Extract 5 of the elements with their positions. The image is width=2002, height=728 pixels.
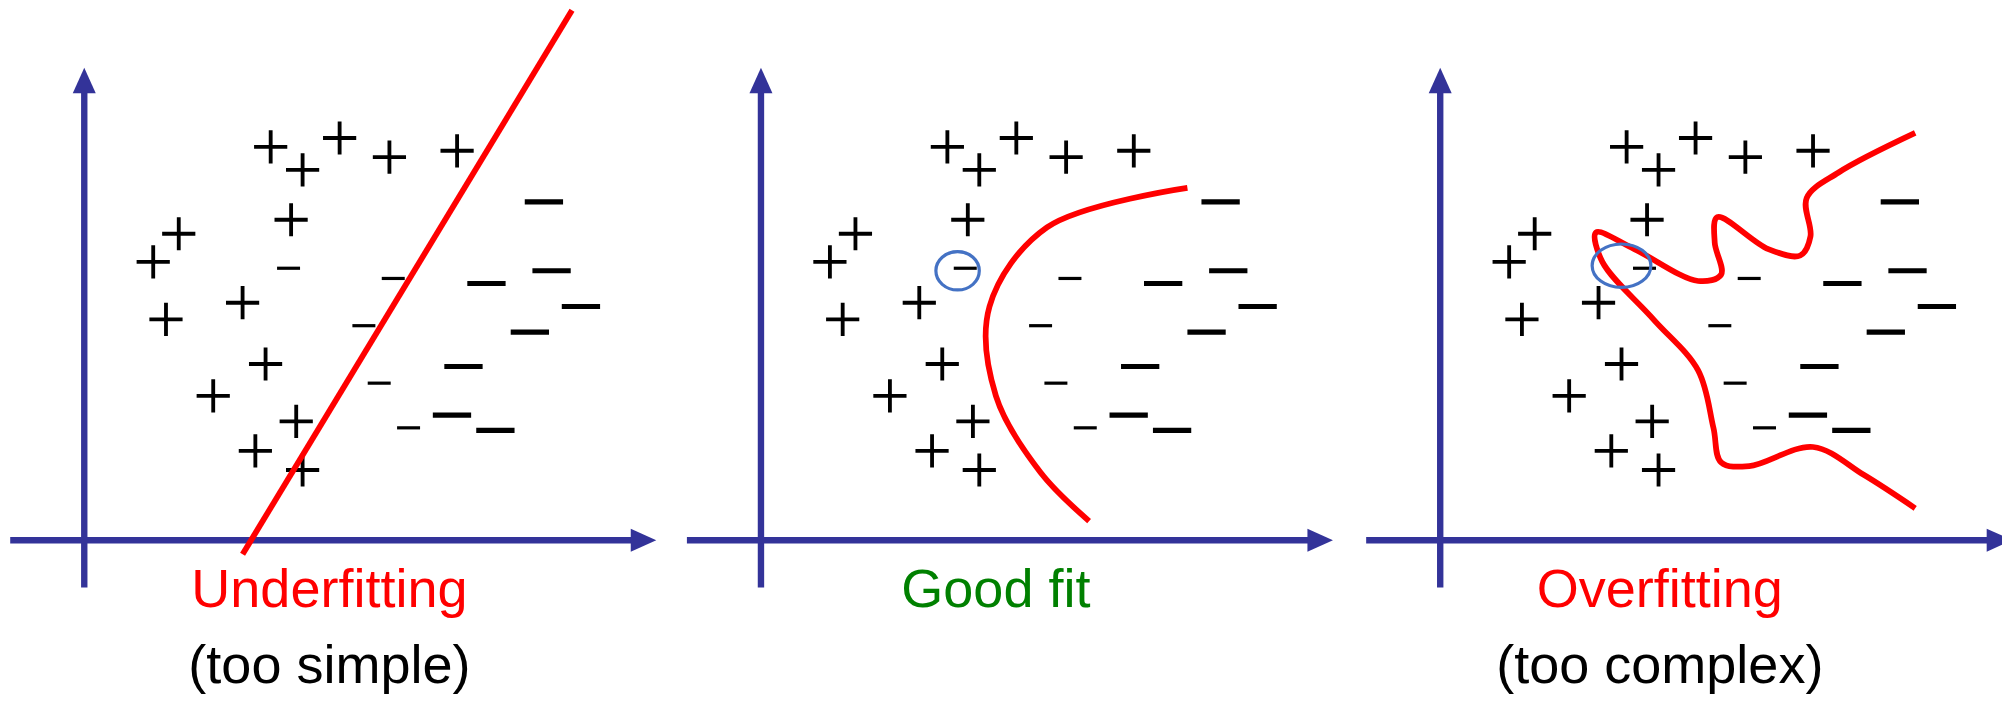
fit-label: Overfitting bbox=[1536, 559, 1783, 619]
fit-label: Good fit bbox=[901, 559, 1091, 619]
fit-caption: (too simple) bbox=[188, 634, 471, 694]
fit-caption: (too complex) bbox=[1496, 634, 1824, 694]
fit-label: Underfitting bbox=[191, 559, 468, 619]
